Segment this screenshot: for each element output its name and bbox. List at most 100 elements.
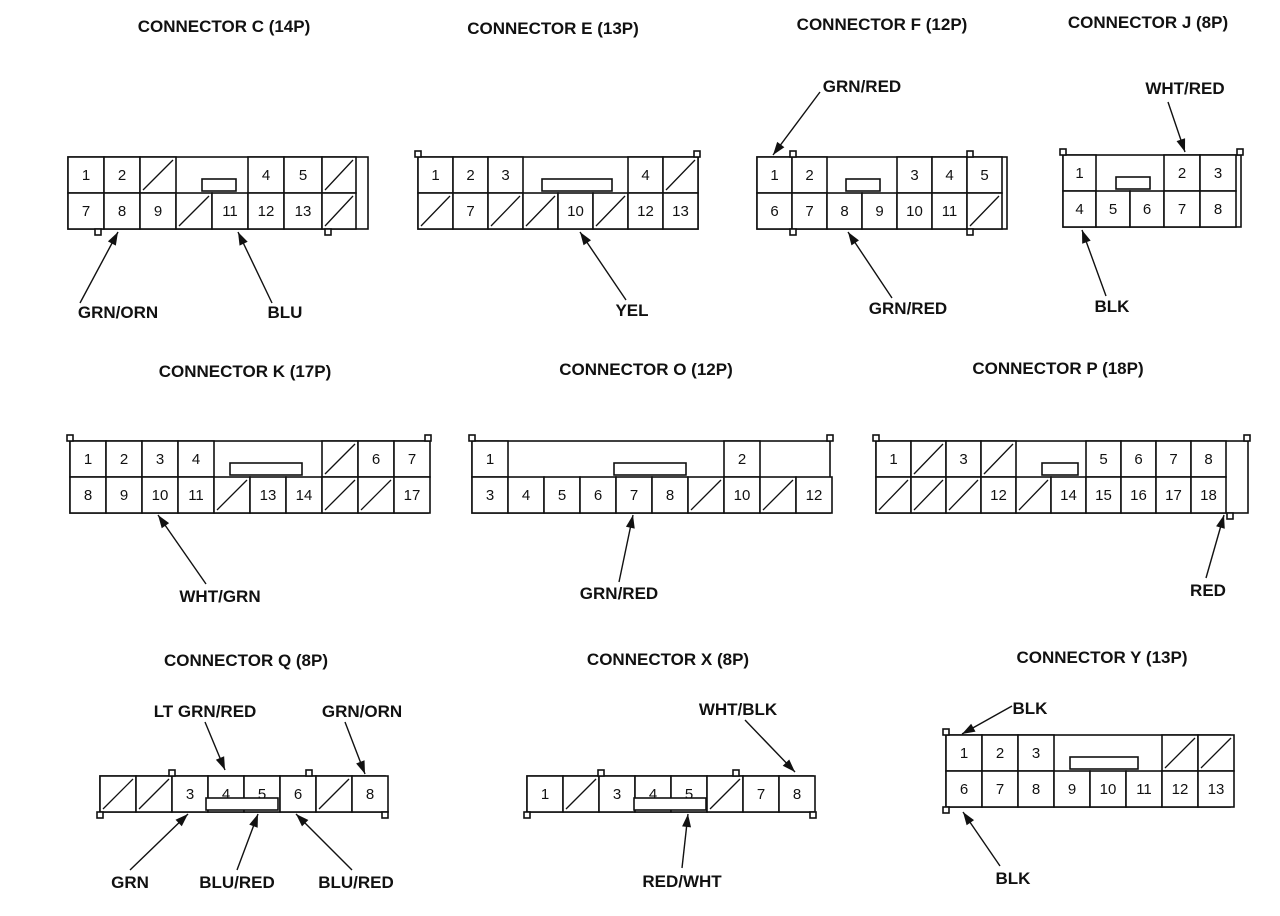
- wire-pointer-arrowhead: [962, 723, 976, 734]
- pin-number: 3: [613, 786, 621, 803]
- pin-cell: [67, 192, 105, 230]
- pin-number: 8: [666, 487, 674, 504]
- pin-number: 9: [120, 487, 128, 504]
- wire-pointer-arrowhead: [238, 232, 248, 246]
- housing-latch: [809, 811, 817, 819]
- housing-latch: [1236, 148, 1244, 156]
- pin-cell: [662, 192, 699, 230]
- connector-title: CONNECTOR E (13P): [467, 19, 639, 38]
- pin-cell: [141, 440, 179, 478]
- pin-number: 12: [990, 487, 1007, 504]
- unused-cavity-mark: [1164, 737, 1196, 769]
- pin-number: 3: [186, 786, 194, 803]
- housing-latch: [1243, 434, 1251, 442]
- pin-cell: [966, 156, 1003, 194]
- pin-number: 7: [630, 487, 638, 504]
- pin-number: 3: [501, 167, 509, 184]
- lock-tab: [1115, 176, 1151, 190]
- pin-number: 13: [260, 487, 277, 504]
- unused-cavity-mark: [490, 195, 521, 227]
- pin-cell: [1050, 476, 1087, 514]
- wire-pointer-arrowhead: [848, 232, 859, 246]
- pin-number: 4: [1075, 201, 1083, 218]
- pin-number: 5: [258, 786, 266, 803]
- wire-color-label: BLK: [1095, 297, 1131, 316]
- pin-number: 8: [840, 203, 848, 220]
- pin-number: 8: [1032, 781, 1040, 798]
- pin-cell: [1017, 770, 1055, 808]
- pin-number: 17: [404, 487, 421, 504]
- pin-cell: [826, 192, 863, 230]
- wire-pointer-arrowhead: [296, 814, 309, 827]
- wire-color-label: GRN/ORN: [322, 702, 402, 721]
- wire-callout: WHT/BLK: [699, 700, 796, 773]
- lock-tab: [205, 797, 279, 811]
- wire-color-label: LT GRN/RED: [154, 702, 257, 721]
- pin-cell: [931, 192, 968, 230]
- pin-number: 1: [770, 167, 778, 184]
- pin-number: 11: [188, 487, 204, 504]
- housing-latch: [1226, 512, 1234, 520]
- wire-callout: LT GRN/RED: [154, 702, 257, 771]
- pin-cell: [1161, 770, 1199, 808]
- pin-number: 7: [1178, 201, 1186, 218]
- lock-tab: [845, 178, 881, 192]
- pin-number: 12: [637, 203, 654, 220]
- wire-callout: BLK: [961, 699, 1048, 735]
- pin-number: 16: [1130, 487, 1147, 504]
- housing-latch: [597, 769, 605, 777]
- pin-cell: [875, 440, 912, 478]
- pin-cell: [1163, 190, 1201, 228]
- pin-number: 4: [522, 487, 530, 504]
- wire-pointer-arrowhead: [773, 141, 785, 155]
- pin-number: 2: [738, 451, 746, 468]
- wire-color-label: WHT/RED: [1145, 79, 1224, 98]
- pin-number: 3: [1032, 745, 1040, 762]
- unused-cavity-mark: [318, 778, 350, 810]
- unused-cavity-mark: [138, 778, 170, 810]
- connector-title: CONNECTOR F (12P): [797, 15, 968, 34]
- connector-title: CONNECTOR Y (13P): [1017, 648, 1188, 667]
- wire-pointer-arrowhead: [782, 759, 795, 772]
- unused-cavity-mark: [690, 479, 722, 511]
- pin-number: 11: [942, 203, 958, 220]
- pin-number: 6: [294, 786, 302, 803]
- pin-cell: [981, 770, 1019, 808]
- pin-number: 6: [960, 781, 968, 798]
- pin-number: 5: [980, 167, 988, 184]
- pin-cell: [945, 734, 983, 772]
- pin-cell: [723, 476, 761, 514]
- wire-callout: RED: [1190, 514, 1226, 600]
- wire-callout: GRN/RED: [772, 77, 901, 156]
- pin-cell: [1197, 770, 1235, 808]
- wire-pointer-arrowhead: [963, 812, 975, 826]
- housing-latch: [872, 434, 880, 442]
- wire-color-label: BLK: [996, 869, 1032, 888]
- wire-color-label: GRN/RED: [869, 299, 947, 318]
- pin-cell: [1163, 154, 1201, 192]
- pin-number: 4: [649, 786, 657, 803]
- wire-pointer-arrowhead: [1082, 230, 1091, 244]
- pin-cell: [723, 440, 761, 478]
- unused-cavity-mark: [102, 778, 134, 810]
- pin-number: 14: [1060, 487, 1077, 504]
- pin-cell: [1190, 476, 1227, 514]
- pin-cell: [141, 476, 179, 514]
- pin-number: 7: [82, 203, 90, 220]
- pin-number: 10: [1100, 781, 1117, 798]
- pin-cell: [139, 192, 177, 230]
- housing-latch: [324, 228, 332, 236]
- pin-number: 3: [156, 451, 164, 468]
- pin-number: 7: [466, 203, 474, 220]
- pin-cell: [579, 476, 617, 514]
- lock-tab: [1041, 462, 1079, 476]
- wire-color-label: BLU/RED: [199, 873, 275, 892]
- pin-cell: [351, 775, 389, 813]
- wire-pointer-line: [79, 231, 119, 304]
- unused-cavity-mark: [665, 159, 696, 191]
